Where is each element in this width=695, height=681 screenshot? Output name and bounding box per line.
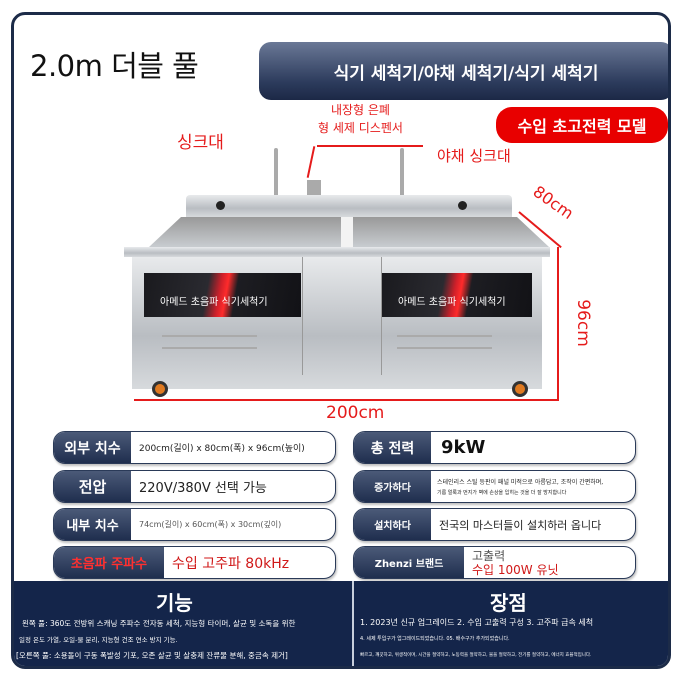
spec-value: 수입 고주파 80kHz	[172, 555, 290, 572]
advantages-line: 4. 세제 투입구가 업그레이드되었습니다. 05. 배수구가 추가되었습니다.	[360, 636, 510, 642]
cabinet-center-door	[302, 257, 382, 375]
dispenser-pointer	[317, 145, 423, 147]
spec-value: 스테인리스 스틸 등판이 패널 미적으로 아름답고, 조작이 간편하며, 기름 …	[431, 471, 603, 502]
spec-voltage: 전압 220V/380V 선택 가능	[53, 470, 336, 503]
model-badge: 수입 초고전력 모델	[496, 107, 668, 143]
depth-label: 80cm	[529, 181, 578, 224]
spec-inner-dimensions: 내부 치수 74cm(길이) x 60cm(폭) x 30cm(깊이)	[53, 508, 336, 541]
spec-label: 증가하다	[354, 471, 431, 502]
basin-divider	[341, 217, 353, 247]
spec-value: 74cm(길이) x 60cm(폭) x 30cm(깊이)	[139, 520, 282, 529]
spec-label: 외부 치수	[54, 432, 131, 463]
advantages-line: 1. 2023년 신규 업그레이드 2. 수입 고출력 구성 3. 고주파 급속…	[360, 618, 594, 627]
height-label: 96cm	[572, 299, 593, 347]
dispenser-label-line1: 내장형 은폐	[330, 103, 390, 117]
spec-outer-dimensions: 외부 치수 200cm(길이) x 80cm(폭) x 96cm(높이)	[53, 431, 336, 464]
bottom-section: 기능 왼쪽 풀: 360도 전방위 스캐닝 주파수 전자동 세척, 지능형 타이…	[14, 581, 668, 666]
spec-brand: Zhenzi 브랜드 고출력 수입 100W 유닛	[353, 546, 636, 579]
spec-value: 9kW	[441, 437, 486, 458]
spec-ultrasonic-frequency: 초음파 주파수 수입 고주파 80kHz	[53, 546, 336, 579]
faucet-right	[400, 148, 404, 198]
cabinet-panel-right: 아메드 초음파 식기세척기	[382, 273, 532, 317]
height-dimension-line	[557, 247, 559, 401]
dispenser-label: 내장형 은폐 형 세제 디스펜서	[318, 101, 403, 137]
cabinet-panel-left: 아메드 초음파 식기세척기	[144, 273, 301, 317]
advantages-title: 장점	[490, 591, 527, 615]
vent-right	[397, 335, 492, 349]
features-line: 왼쪽 풀: 360도 전방위 스캐닝 주파수 전자동 세척, 지능형 타이머, …	[22, 619, 296, 628]
spec-installation: 설치하다 전국의 마스터들이 설치하러 옵니다	[353, 508, 636, 541]
header-banner: 식기 세척기/야채 세척기/식기 세척기	[259, 42, 668, 100]
spec-value-line2: 수입 100W 유닛	[472, 562, 559, 577]
spec-label: 초음파 주파수	[54, 547, 164, 578]
product-card: 2.0m 더블 풀 식기 세척기/야채 세척기/식기 세척기 수입 초고전력 모…	[11, 12, 671, 669]
spec-label: 전압	[54, 471, 131, 502]
knob-right[interactable]	[458, 201, 467, 210]
wheel-right	[512, 381, 528, 397]
spec-label: 총 전력	[354, 432, 431, 463]
spec-value: 고출력 수입 100W 유닛	[464, 547, 559, 578]
spec-label: 설치하다	[354, 509, 431, 540]
left-sink-label: 싱크대	[177, 133, 224, 153]
features-title: 기능	[156, 591, 193, 615]
width-dimension-line	[134, 399, 558, 401]
spec-label: Zhenzi 브랜드	[354, 547, 464, 578]
advantages-line: 빠르고, 깨끗하고, 위생적이며, 시간을 절약하고, 노동력을 절약하고, 물…	[360, 653, 592, 658]
width-label: 200cm	[326, 403, 385, 423]
vent-left	[162, 335, 257, 349]
faucet-left	[274, 148, 278, 198]
features-line: 일정 온도 가열, 오일-물 분리, 지능형 건조 연소 방지 기능.	[19, 636, 178, 644]
right-sink-label: 야채 싱크대	[437, 147, 511, 165]
cabinet: 아메드 초음파 식기세척기 아메드 초음파 식기세척기	[132, 257, 542, 389]
wheel-left	[152, 381, 168, 397]
dispenser-pointer-line	[306, 146, 316, 178]
spec-value-line1: 고출력	[472, 548, 506, 563]
control-panel	[186, 195, 512, 217]
section-divider	[352, 581, 354, 666]
spec-label: 내부 치수	[54, 509, 131, 540]
counter-edge	[124, 247, 550, 257]
spec-value: 220V/380V 선택 가능	[139, 481, 267, 496]
spec-value: 200cm(길이) x 80cm(폭) x 96cm(높이)	[139, 444, 305, 454]
features-line: [오른쪽 풀: 소용돌이 구동 폭발성 기포, 오존 살균 및 살충제 잔류물 …	[16, 651, 288, 660]
dispenser-label-line2: 형 세제 디스펜서	[318, 121, 403, 135]
spec-total-power: 총 전력 9kW	[353, 431, 636, 464]
page-title: 2.0m 더블 풀	[30, 49, 199, 83]
spec-value-line2: 기름 얼룩과 먼지가 벽에 손상을 입히는 것을 더 잘 방지합니다	[437, 490, 567, 496]
spec-enhancement: 증가하다 스테인리스 스틸 등판이 패널 미적으로 아름답고, 조작이 간편하며…	[353, 470, 636, 503]
knob-left[interactable]	[216, 201, 225, 210]
dispenser	[307, 180, 321, 196]
spec-value: 전국의 마스터들이 설치하러 옵니다	[439, 518, 602, 532]
spec-value-line1: 스테인리스 스틸 등판이 패널 미적으로 아름답고, 조작이 간편하며,	[437, 479, 604, 486]
